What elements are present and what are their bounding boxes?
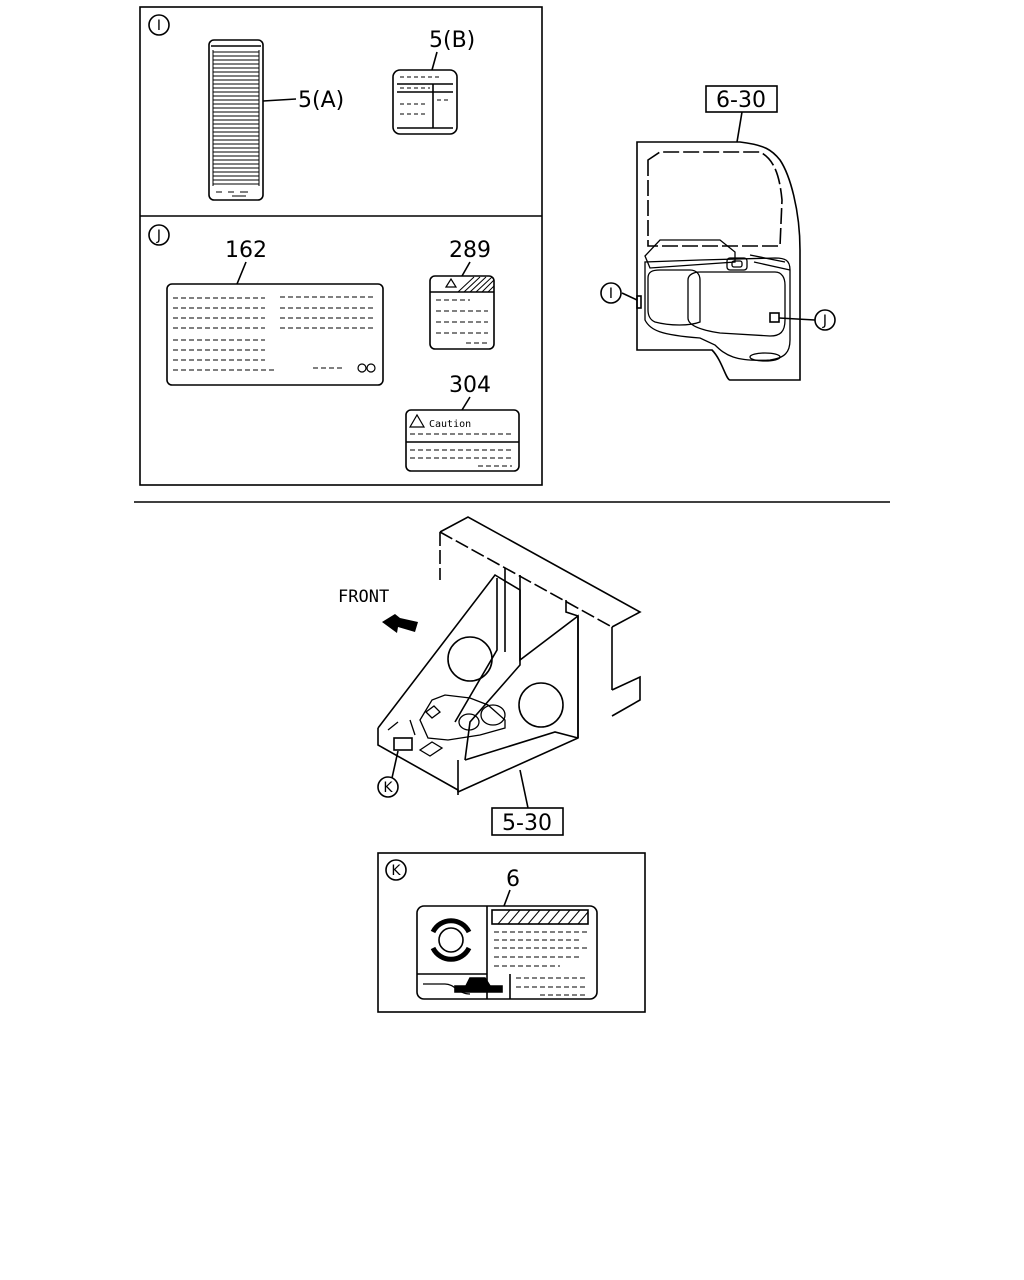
label-289-sticker (429, 275, 495, 350)
panel-i-frame (139, 6, 543, 486)
label-5b-lines (400, 76, 450, 115)
leader-304 (461, 396, 471, 411)
label-289-text: 289 (449, 238, 491, 263)
door-inner-panel (644, 239, 791, 362)
bracket-mechanism (387, 694, 506, 757)
ref-5-30-text: 5-30 (502, 811, 552, 836)
label-6-lines (494, 931, 588, 996)
rotate-icon (430, 918, 472, 962)
bracket-label-mark (393, 737, 413, 751)
callout-k-panel-text: K (391, 863, 401, 879)
caution-text: Caution (429, 419, 471, 430)
label-6-text: 6 (506, 867, 520, 892)
leader-5b (431, 51, 438, 71)
label-5b-sticker (392, 69, 458, 135)
label-289-lines (436, 299, 488, 344)
leader-6 (503, 889, 511, 907)
label-5a-lines (212, 50, 260, 197)
callout-i-panel-text: I (157, 18, 161, 34)
callout-j-panel-text: J (156, 228, 161, 244)
front-arrow-icon (382, 614, 418, 633)
panel-k-frame (377, 852, 646, 1013)
label-162-lines (173, 296, 376, 371)
label-5b-text: 5(B) (429, 28, 475, 53)
callout-i-door (600, 282, 622, 304)
label-5a-text: 5(A) (298, 88, 344, 113)
leader-k (391, 750, 399, 779)
callout-k-bracket (377, 776, 399, 798)
leader-door-i (621, 292, 638, 301)
label-304-text: 304 (449, 373, 491, 398)
callout-j-door (814, 309, 836, 331)
door-outline (636, 141, 801, 381)
ref-5-30-box (491, 807, 564, 836)
label-6-hatch (497, 909, 589, 925)
bracket-body (377, 568, 579, 795)
callout-i-panel (148, 14, 170, 36)
leader-5-30 (519, 769, 529, 809)
callout-k-bracket-text: K (383, 780, 393, 796)
front-text: FRONT (338, 587, 389, 607)
label-5a-sticker (208, 39, 264, 201)
warning-triangle-icon (444, 277, 458, 288)
caution-triangle-icon (408, 413, 426, 428)
leader-door-j (778, 317, 816, 321)
leader-162 (236, 261, 247, 285)
callout-j-panel (148, 224, 170, 246)
leader-5a (262, 98, 297, 102)
door-label-marks (636, 295, 780, 323)
callout-k-panel (385, 859, 407, 881)
vehicle-icon (423, 977, 503, 995)
label-289-hatch (457, 276, 495, 293)
callout-i-door-text: I (609, 286, 613, 302)
callout-j-door-text: J (822, 313, 827, 329)
frame-rail (439, 516, 642, 717)
ref-6-30-text: 6-30 (716, 88, 766, 113)
leader-289 (461, 261, 471, 277)
label-162-text: 162 (225, 238, 267, 263)
leader-6-30 (736, 111, 743, 143)
label-162-sticker (166, 283, 384, 386)
label-304-lines (410, 433, 512, 467)
label-162-circles (357, 363, 376, 373)
